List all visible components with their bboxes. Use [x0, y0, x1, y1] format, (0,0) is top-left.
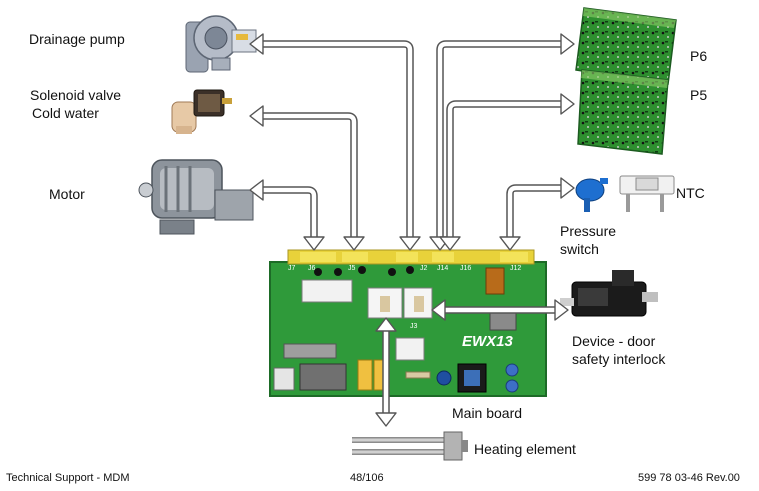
motor-label: Motor: [49, 186, 85, 202]
footer-left: Technical Support - MDM: [6, 472, 130, 484]
p5-board-image: [577, 69, 669, 155]
door-interlock-line1: Device - door: [572, 333, 656, 349]
p6-label: P6: [690, 48, 708, 64]
connector-label-j3: J3: [410, 323, 418, 330]
pressure-switch-line2: switch: [560, 241, 599, 257]
footer-center: 48/106: [350, 472, 384, 484]
main-board-label: Main board: [452, 405, 523, 421]
pressure-switch-line1: Pressure: [560, 223, 617, 239]
p5-label: P5: [690, 87, 708, 103]
connector-label-j14: J14: [437, 265, 448, 272]
arrow-solenoid-valve: [249, 105, 365, 251]
heating-element-image: [352, 431, 468, 461]
ntc-label: NTC: [676, 185, 705, 201]
main-board: [269, 249, 547, 397]
connector-label-j2: J2: [420, 265, 428, 272]
arrow-p5: [439, 93, 575, 251]
solenoid-valve-label: Solenoid valve Cold water: [30, 86, 121, 122]
arrow-heating-element: [375, 317, 397, 427]
connector-label-j5: J5: [348, 265, 356, 272]
footer-right: 599 78 03-46 Rev.00: [638, 472, 740, 484]
board-model-label: EWX13: [462, 333, 514, 350]
solenoid-valve-image: [171, 89, 232, 134]
door-interlock-image: [560, 270, 658, 317]
pressure-switch-image: [575, 178, 608, 212]
door-interlock-label: Device - door safety interlock: [572, 332, 665, 368]
door-interlock-line2: safety interlock: [572, 351, 666, 367]
arrow-drainage-pump: [249, 33, 421, 251]
solenoid-valve-line1: Solenoid valve: [30, 87, 122, 103]
solenoid-valve-line2: Cold water: [32, 105, 99, 121]
drainage-pump-image: [185, 15, 257, 73]
ntc-image: [619, 175, 675, 212]
drainage-pump-label: Drainage pump: [29, 31, 125, 47]
connector-label-j12: J12: [510, 265, 521, 272]
pressure-switch-label: Pressure switch: [560, 222, 616, 258]
connector-label-j6: J6: [308, 265, 316, 272]
connector-label-j7: J7: [288, 265, 296, 272]
heating-element-label: Heating element: [474, 441, 576, 457]
arrow-pressure-ntc: [499, 177, 575, 251]
arrow-door-interlock: [431, 299, 569, 321]
connector-label-j16: J16: [460, 265, 471, 272]
arrow-motor: [249, 179, 325, 251]
motor-image: [138, 159, 254, 235]
